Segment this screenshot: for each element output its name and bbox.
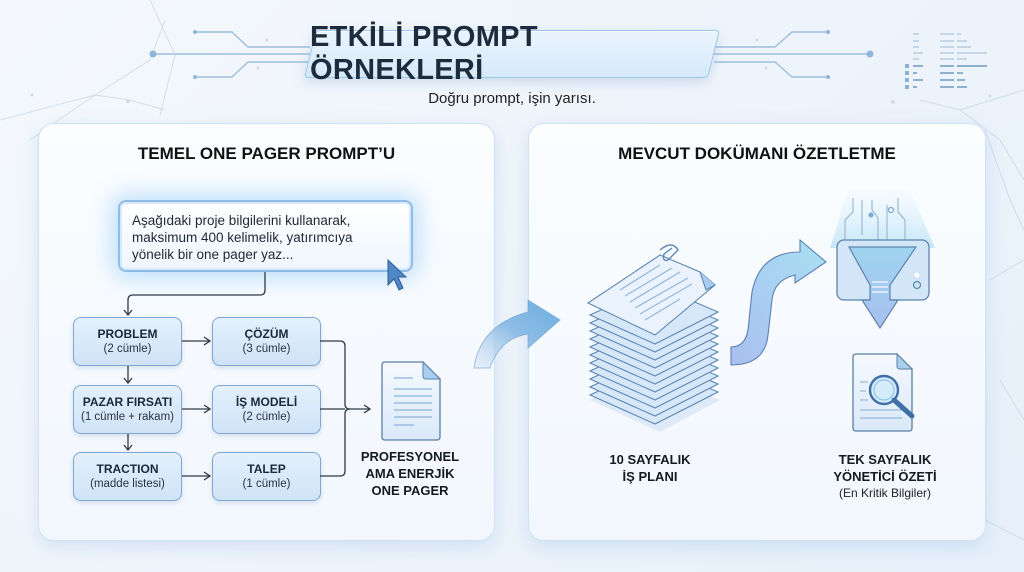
result-line: PROFESYONEL: [360, 449, 460, 464]
flow-box-subtitle: (2 cümle): [103, 342, 152, 355]
flow-box-traction: TRACTION (madde listesi): [73, 452, 182, 501]
flow-box-solution: ÇÖZÜM (3 cümle): [212, 317, 321, 366]
flow-box-title: PAZAR FIRSATI: [82, 394, 173, 409]
flow-box-subtitle: (2 cümle): [242, 410, 291, 423]
flow-box-title: TALEP: [247, 461, 286, 476]
flow-box-subtitle: (1 cümle + rakam): [81, 410, 174, 423]
source-business-plan-label: 10 SAYFALIK İŞ PLANI: [590, 451, 710, 485]
page-subtitle: Doğru prompt, işin yarısı.: [428, 90, 596, 107]
executive-summary-label: TEK SAYFALIK YÖNETİCİ ÖZETİ (En Kritik B…: [815, 451, 955, 502]
source-line: 10 SAYFALIK: [609, 452, 691, 467]
panel-title: MEVCUT DOKÜMANI ÖZETLETME: [618, 144, 896, 163]
flow-box-subtitle: (1 cümle): [242, 477, 291, 490]
flow-box-subtitle: (madde listesi): [90, 477, 165, 490]
page-title: ETKİLİ PROMPT ÖRNEKLERİ: [310, 21, 538, 86]
output-note: (En Kritik Bilgiler): [838, 486, 931, 500]
result-line: ONE PAGER: [371, 483, 449, 498]
flow-box-title: TRACTION: [96, 461, 159, 476]
prompt-line: Aşağıdaki proje bilgilerini kullanarak,: [132, 213, 351, 228]
output-line: YÖNETİCİ ÖZETİ: [833, 469, 937, 484]
flow-box-title: PROBLEM: [97, 326, 158, 341]
prompt-input-box[interactable]: Aşağıdaki proje bilgilerini kullanarak, …: [118, 200, 413, 272]
flow-box-business-model: İŞ MODELİ (2 cümle): [212, 385, 321, 434]
flow-box-market-opportunity: PAZAR FIRSATI (1 cümle + rakam): [73, 385, 182, 434]
source-line: İŞ PLANI: [622, 469, 678, 484]
flow-box-title: ÇÖZÜM: [244, 326, 289, 341]
flow-box-subtitle: (3 cümle): [242, 342, 291, 355]
result-one-pager-label: PROFESYONEL AMA ENERJİK ONE PAGER: [355, 448, 465, 499]
flow-box-problem: PROBLEM (2 cümle): [73, 317, 182, 366]
flow-box-title: İŞ MODELİ: [235, 394, 298, 409]
output-line: TEK SAYFALIK: [838, 452, 932, 467]
prompt-line: yönelik bir one pager yaz...: [132, 247, 294, 262]
flow-box-ask: TALEP (1 cümle): [212, 452, 321, 501]
prompt-line: maksimum 400 kelimelik, yatırımcıya: [132, 230, 353, 245]
result-line: AMA ENERJİK: [365, 466, 455, 481]
panel-title: TEMEL ONE PAGER PROMPT’U: [137, 144, 396, 163]
